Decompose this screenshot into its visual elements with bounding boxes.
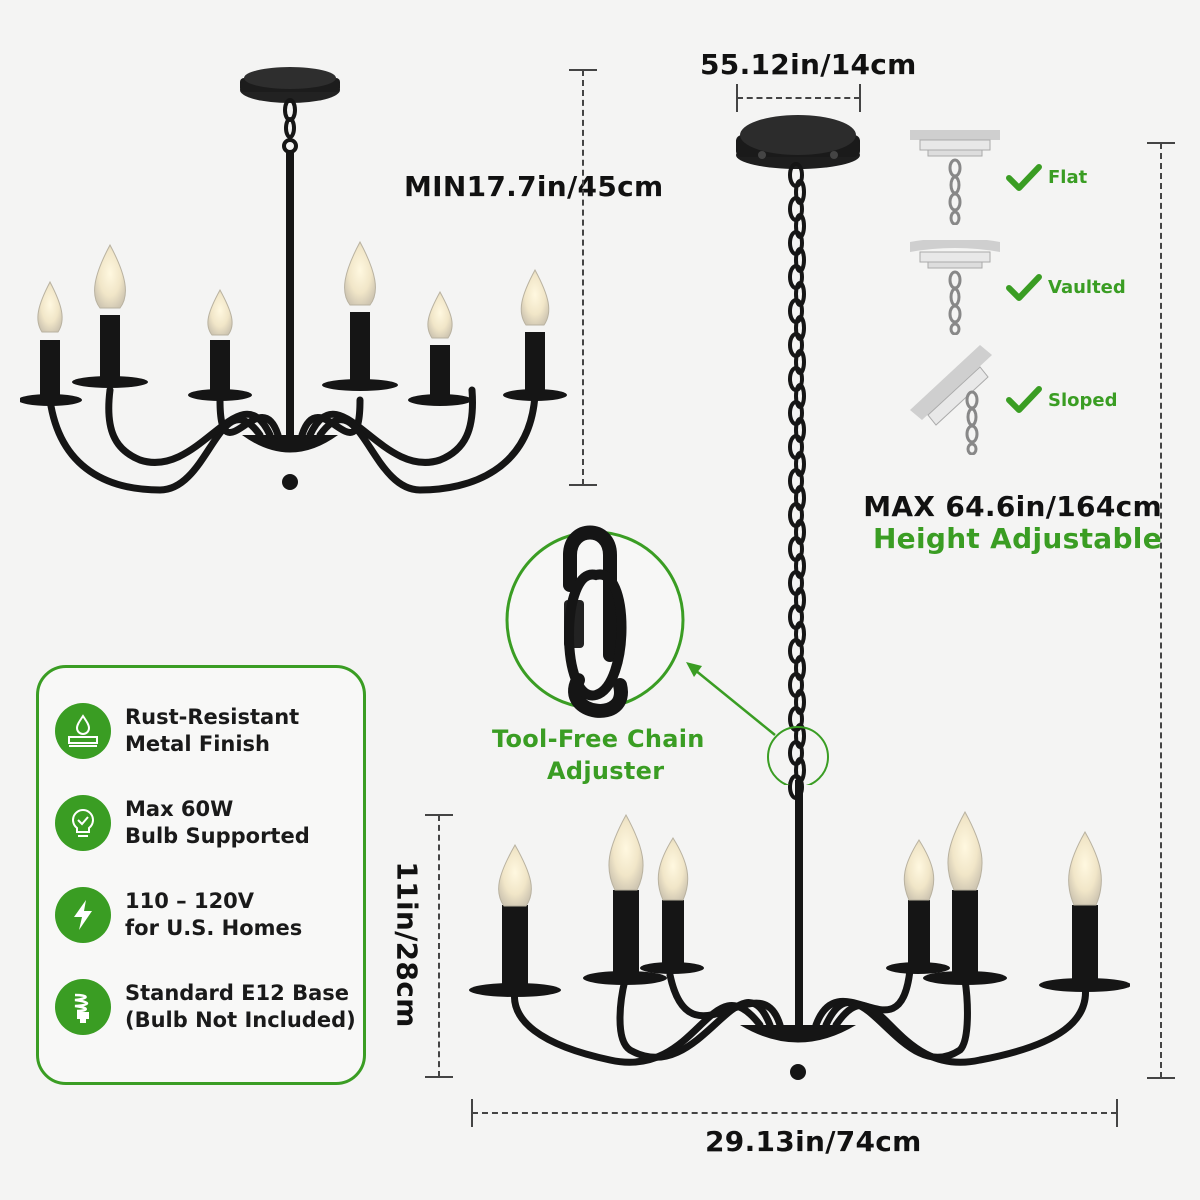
- feature-1-line2: Metal Finish: [125, 732, 271, 756]
- feature-max-60w: Max 60W Bulb Supported: [55, 795, 310, 851]
- min-height-top-tick: [569, 69, 597, 71]
- body-height-top-tick: [425, 814, 453, 816]
- ceiling-type-vaulted: Vaulted: [910, 240, 1126, 335]
- canopy-width-left-tick: [736, 84, 738, 112]
- body-width-label: 29.13in/74cm: [705, 1125, 922, 1158]
- feature-2-line2: Bulb Supported: [125, 824, 310, 848]
- check-icon: [1006, 163, 1042, 191]
- body-width-dashed-line: [472, 1112, 1117, 1114]
- cfl-bulb-icon: [55, 979, 111, 1035]
- chain-callout-line2: Adjuster: [547, 757, 665, 785]
- lightning-icon: [55, 887, 111, 943]
- max-height-label: MAX 64.6in/164cm: [863, 490, 1162, 523]
- sloped-ceiling-icon: [910, 345, 992, 455]
- min-height-dashed-line: [582, 70, 584, 485]
- check-icon: [1006, 273, 1042, 301]
- canopy-width-label: 55.12in/14cm: [700, 48, 917, 81]
- ceiling-type-flat-label: Flat: [1048, 167, 1088, 188]
- min-height-bottom-tick: [569, 484, 597, 486]
- canopy-width-right-tick: [859, 84, 861, 112]
- ceiling-type-vaulted-label: Vaulted: [1048, 277, 1126, 298]
- max-height-top-tick: [1147, 142, 1175, 144]
- chandelier-min-illustration: [20, 67, 567, 494]
- body-height-dashed-line: [438, 815, 440, 1077]
- ceiling-type-sloped-label: Sloped: [1048, 389, 1118, 411]
- feature-4-line1: Standard E12 Base: [125, 981, 349, 1005]
- body-width-left-tick: [471, 1099, 473, 1127]
- body-height-label: 11in/28cm: [390, 861, 424, 1028]
- max-height-bottom-tick: [1147, 1077, 1175, 1079]
- chandelier-max-illustration: [469, 115, 1130, 1080]
- body-width-right-tick: [1116, 1099, 1118, 1127]
- chain-zoom-callout: [505, 525, 829, 785]
- ceiling-type-sloped: Sloped: [910, 345, 1117, 455]
- vaulted-ceiling-icon: [910, 240, 1000, 335]
- ceiling-type-flat: Flat: [910, 130, 1087, 225]
- feature-4-line2: (Bulb Not Included): [125, 1008, 356, 1032]
- bulb-check-icon: [55, 795, 111, 851]
- canopy-width-dashed-line: [737, 97, 860, 99]
- feature-3-line2: for U.S. Homes: [125, 916, 303, 940]
- chain-callout-line1: Tool-Free Chain: [492, 725, 705, 753]
- feature-1-line1: Rust-Resistant: [125, 705, 300, 729]
- max-height-dashed-line: [1160, 143, 1162, 1078]
- feature-3-line1: 110 – 120V: [125, 889, 255, 913]
- body-height-bottom-tick: [425, 1076, 453, 1078]
- feature-e12-base: Standard E12 Base (Bulb Not Included): [55, 979, 356, 1035]
- feature-voltage: 110 – 120V for U.S. Homes: [55, 887, 302, 943]
- feature-2-line1: Max 60W: [125, 797, 234, 821]
- height-adjustable-label: Height Adjustable: [872, 522, 1162, 555]
- min-height-label: MIN17.7in/45cm: [404, 170, 664, 203]
- flat-ceiling-icon: [910, 130, 1000, 225]
- pipe-drop-icon: [55, 703, 111, 759]
- check-icon: [1006, 386, 1042, 413]
